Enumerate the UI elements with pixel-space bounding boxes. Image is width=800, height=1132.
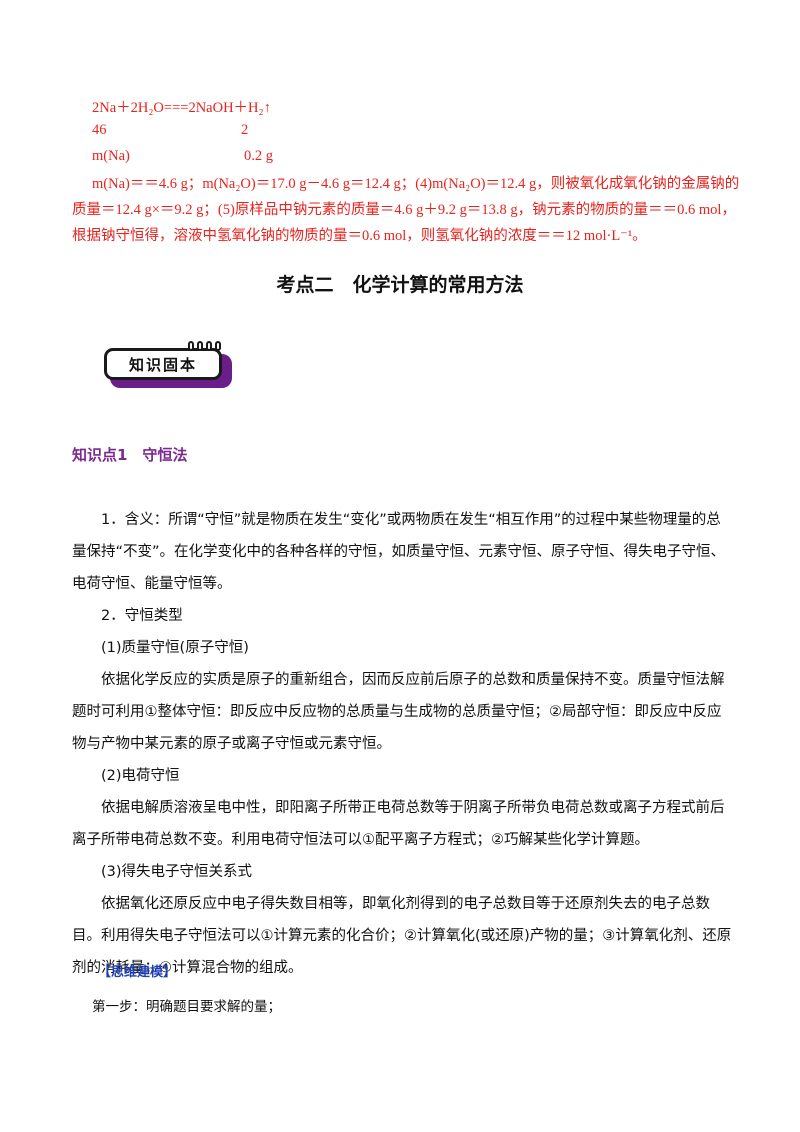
solution-line-3: 根据钠守恒得，溶液中氢氧化钠的物质的量＝0.6 mol，则氢氧化钠的浓度＝＝12… xyxy=(72,228,647,244)
knowledge-badge: 知识固本 xyxy=(104,341,234,390)
paragraph-types-heading: 2．守恒类型 xyxy=(101,608,183,624)
section-title: 考点二 化学计算的常用方法 xyxy=(276,274,524,296)
solution-line-2: 质量＝12.4 g×＝9.2 g；(5)原样品中钠元素的质量＝4.6 g＋9.2… xyxy=(72,202,736,218)
paragraph-charge-heading: (2)电荷守恒 xyxy=(101,768,180,784)
paragraph-electron-body: 依据氧化还原反应中电子得失数目相等，即氧化剂得到的电子总数目等于还原剂失去的电子… xyxy=(72,896,732,976)
equation-line: 2Na＋2H₂O===2NaOH＋H₂↑ xyxy=(92,100,271,116)
ratio-left: 46 xyxy=(92,122,107,138)
ratio-right: 2 xyxy=(241,122,249,138)
badge-box: 知识固本 xyxy=(104,348,222,380)
paragraph-definition: 1．含义：所谓“守恒”就是物质在发生“变化”或两物质在发生“相互作用”的过程中某… xyxy=(72,512,726,592)
notebook-rings-icon xyxy=(188,341,221,351)
paragraph-electron-heading: (3)得失电子守恒关系式 xyxy=(101,864,253,880)
step-one: 第一步：明确题目要求解的量； xyxy=(92,999,281,1015)
mass-left: m(Na) xyxy=(92,148,130,164)
paragraph-charge-body: 依据电解质溶液呈电中性，即阳离子所带正电荷总数等于阴离子所带负电荷总数或离子方程… xyxy=(72,800,725,848)
paragraph-mass-body: 依据化学反应的实质是原子的重新组合，因而反应前后原子的总数和质量保持不变。质量守… xyxy=(72,672,725,752)
body-text: 1．含义：所谓“守恒”就是物质在发生“变化”或两物质在发生“相互作用”的过程中某… xyxy=(72,504,732,984)
model-tag: 【思维建模】 xyxy=(98,965,177,980)
solution-line-1: m(Na)＝＝4.6 g；m(Na₂O)＝17.0 g－4.6 g＝12.4 g… xyxy=(92,176,740,192)
badge-label: 知识固本 xyxy=(128,355,197,374)
paragraph-mass-heading: (1)质量守恒(原子守恒) xyxy=(101,640,249,656)
mass-right: 0.2 g xyxy=(244,148,273,164)
knowledge-point-title: 知识点1 守恒法 xyxy=(72,446,188,464)
